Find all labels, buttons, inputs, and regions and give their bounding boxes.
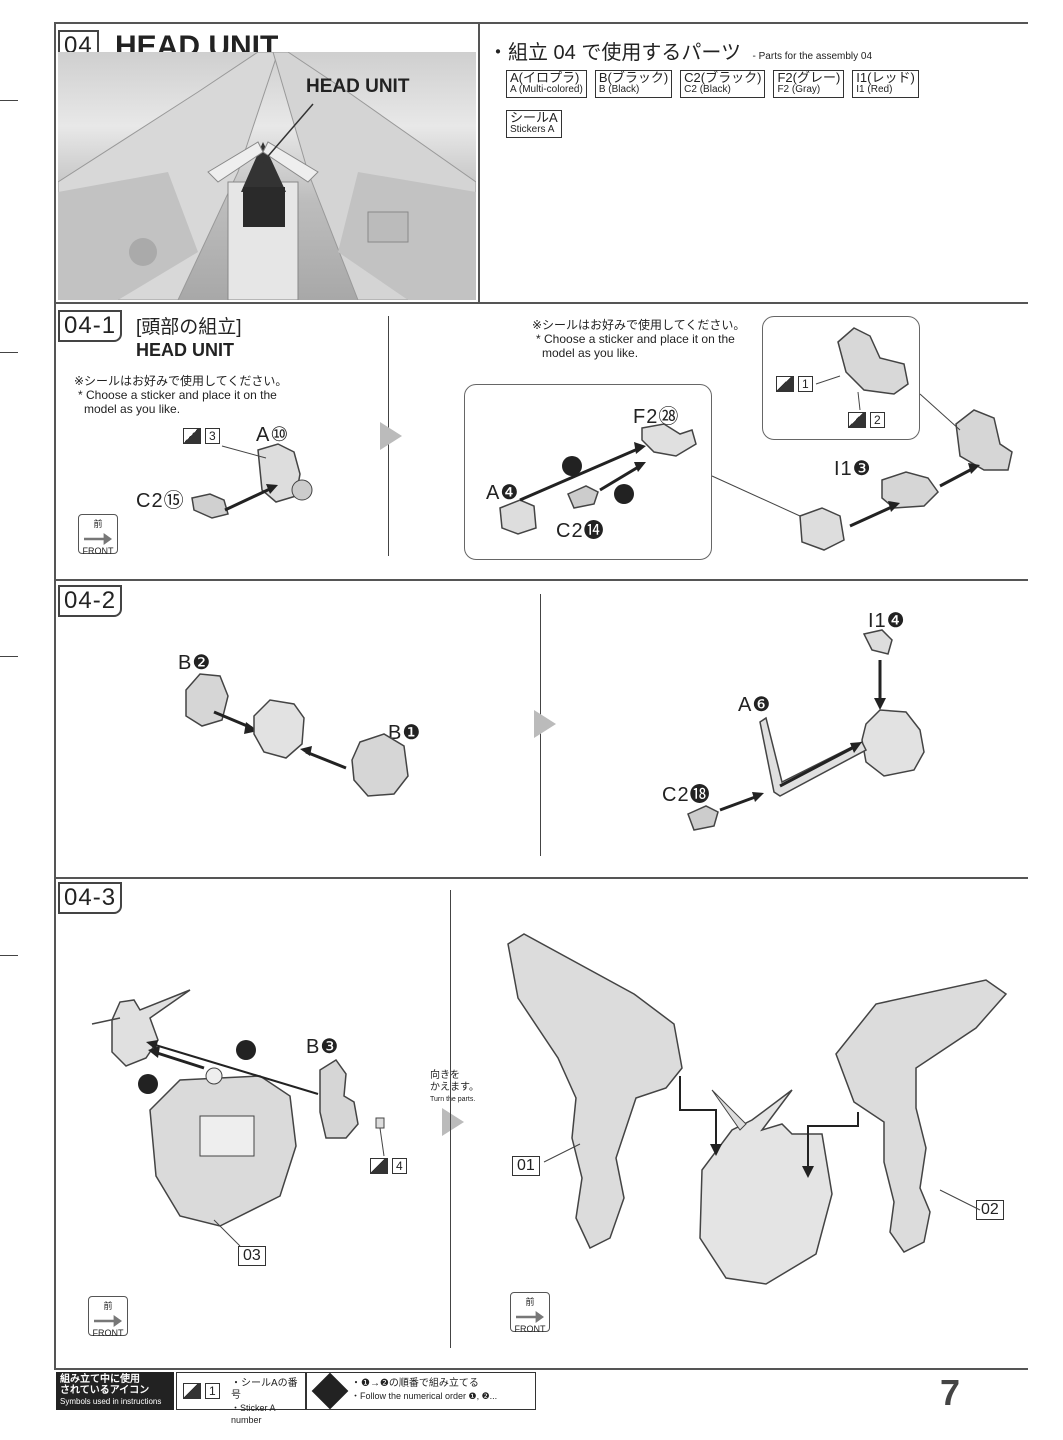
runner-c2: C2(ブラック)C2 (Black) (680, 70, 766, 98)
edge-tick (0, 656, 18, 657)
parts-used-title-jp: ・組立 04 で使用するパーツ (488, 42, 741, 64)
parts-used-heading: ・組立 04 で使用するパーツ - Parts for the assembly… (488, 36, 872, 65)
rule-after-header (56, 302, 1028, 304)
sticker-number-legend: 1 ・シールAの番号 ・Sticker A number (176, 1372, 306, 1425)
assembly-label-01: 01 (512, 1156, 540, 1176)
sticker-3-callout: 3 (183, 428, 220, 444)
step-04-3-divider (450, 890, 451, 1348)
part-label-i1-4: I1❹ (868, 610, 906, 632)
left-frame (54, 22, 56, 1370)
photo-callout-label: HEAD UNIT (306, 76, 410, 97)
header-divider (478, 22, 480, 304)
front-arrow-icon (94, 1315, 122, 1327)
turn-parts-note: 向きを かえます。 Turn the parts. (430, 1070, 479, 1103)
edge-tick (0, 352, 18, 353)
order-legend: ・❶→❷の順番で組み立てる ・Follow the numerical orde… (306, 1372, 536, 1410)
assembly-label-02: 02 (976, 1200, 1004, 1220)
runner-list: A(イロプラ)A (Multi-colored)B(ブラック)B (Black)… (506, 70, 966, 98)
part-label-a6: A❻ (738, 694, 772, 716)
head-unit-photo: HEAD UNIT (58, 52, 476, 300)
page-number: 7 (940, 1372, 961, 1413)
flow-arrow-icon (380, 422, 402, 450)
step-04-3-badge: 04-3 (58, 882, 123, 914)
part-label-a10: A⑩ (256, 424, 290, 446)
sticker-note-left: ※シールはお好みで使用してください。 * Choose a sticker an… (74, 374, 288, 416)
parts-used-title-en: - Parts for the assembly 04 (752, 51, 873, 62)
part-label-b2: B❷ (178, 652, 212, 674)
top-rule (56, 22, 1028, 24)
part-label-c2-15: C2⑮ (136, 490, 185, 512)
step-04-1-title-en: HEAD UNIT (136, 340, 234, 360)
sticker-icon (776, 376, 794, 392)
part-label-a4: A❹ (486, 482, 520, 504)
part-label-c2-14: C2⓮ (556, 520, 605, 542)
assembly-label-03: 03 (238, 1246, 266, 1266)
sticker-sheet-en: Stickers A (510, 124, 555, 135)
flow-arrow-icon (442, 1108, 464, 1136)
rule-after-step3 (56, 1368, 1028, 1370)
runner-f2: F2(グレー)F2 (Gray) (773, 70, 845, 98)
order-diamond-icon (311, 1372, 349, 1410)
step-04-1-title-jp: [頭部の組立] (136, 317, 242, 338)
icon-legend-title: 組み立て中に使用 されているアイコン Symbols used in instr… (56, 1372, 174, 1410)
sticker-icon (370, 1158, 388, 1174)
part-label-i1-3: I1❸ (834, 458, 872, 480)
part-label-b3: B❸ (306, 1036, 340, 1058)
part-label-b1: B❶ (388, 722, 422, 744)
sticker-icon (183, 428, 201, 444)
step-04-2-badge: 04-2 (58, 585, 123, 617)
sticker-icon (183, 1383, 201, 1399)
edge-tick (0, 955, 18, 956)
sticker-icon (848, 412, 866, 428)
runner-b: B(ブラック)B (Black) (594, 70, 673, 98)
sticker-note-right: ※シールはお好みで使用してください。 * Choose a sticker an… (532, 318, 746, 360)
photo-illustration (58, 52, 476, 300)
step-04-1-badge: 04-1 (58, 310, 123, 342)
sticker-1-callout: 1 (776, 376, 813, 392)
rule-after-step1 (56, 579, 1028, 581)
sticker-detail-bubble (762, 316, 920, 440)
rule-after-step2 (56, 877, 1028, 879)
flow-arrow-icon (534, 710, 556, 738)
sticker-sheet-jp: シールA (510, 110, 558, 125)
runner-a: A(イロプラ)A (Multi-colored) (506, 70, 587, 98)
sticker-4-callout: 4 (370, 1158, 407, 1174)
sticker-2-callout: 2 (848, 412, 885, 428)
subassembly-bubble (464, 384, 712, 560)
edge-tick (0, 100, 18, 101)
runner-i1: I1(レッド)I1 (Red) (852, 70, 919, 98)
part-label-f2-28: F2㉘ (633, 406, 680, 428)
front-arrow-icon (516, 1311, 544, 1323)
part-label-c2-18: C2⓲ (662, 784, 711, 806)
photo-callout-leader (262, 103, 314, 163)
